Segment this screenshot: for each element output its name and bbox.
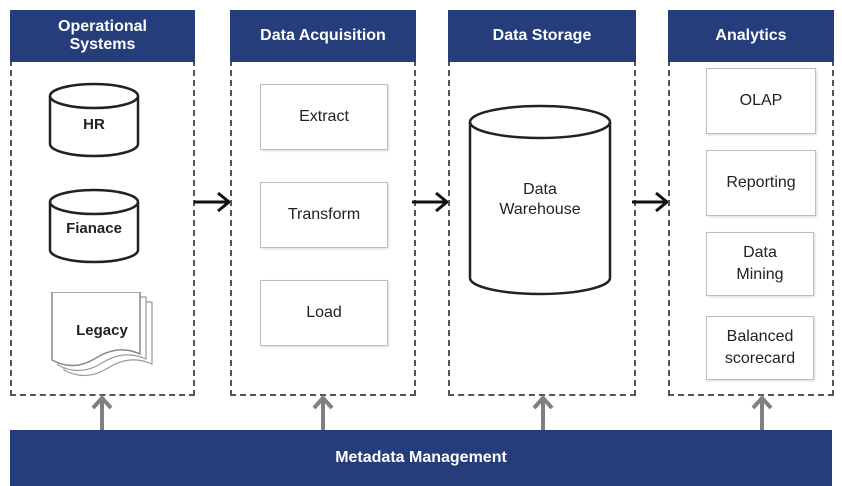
finance-label: Fianace: [66, 220, 122, 237]
operational-systems-header: Operational Systems: [10, 10, 195, 62]
load-box: Load: [260, 280, 388, 346]
data-warehouse-label: Data Warehouse: [499, 181, 581, 218]
arrow-up-icon: [751, 395, 773, 432]
olap-box: OLAP: [706, 68, 816, 134]
arrow-up-icon: [312, 395, 334, 432]
analytics-header: Analytics: [668, 10, 834, 62]
data-storage-column: Data Storage Data Warehouse: [448, 10, 636, 396]
hr-database-icon: [48, 82, 140, 158]
analytics-column: Analytics OLAP Reporting Data Mining Bal…: [668, 10, 834, 396]
legacy-document-icon: [51, 292, 153, 377]
reporting-box: Reporting: [706, 150, 816, 216]
finance-database-icon: [48, 188, 140, 264]
arrow-right-icon: [632, 191, 670, 213]
operational-systems-column: Operational Systems HR Fianace Legacy: [10, 10, 195, 396]
arrow-up-icon: [532, 395, 554, 432]
arrow-right-icon: [194, 191, 232, 213]
extract-box: Extract: [260, 84, 388, 150]
legacy-label: Legacy: [76, 322, 128, 339]
balanced-scorecard-box: Balanced scorecard: [706, 316, 814, 380]
arrow-right-icon: [412, 191, 450, 213]
data-storage-header: Data Storage: [448, 10, 636, 62]
data-warehouse-database-icon: [468, 104, 612, 296]
data-acquisition-header: Data Acquisition: [230, 10, 416, 62]
data-mining-box: Data Mining: [706, 232, 814, 296]
arrow-up-icon: [91, 395, 113, 432]
transform-box: Transform: [260, 182, 388, 248]
metadata-management-bar: Metadata Management: [10, 430, 832, 486]
hr-label: HR: [83, 116, 105, 133]
data-acquisition-column: Data Acquisition Extract Transform Load: [230, 10, 416, 396]
